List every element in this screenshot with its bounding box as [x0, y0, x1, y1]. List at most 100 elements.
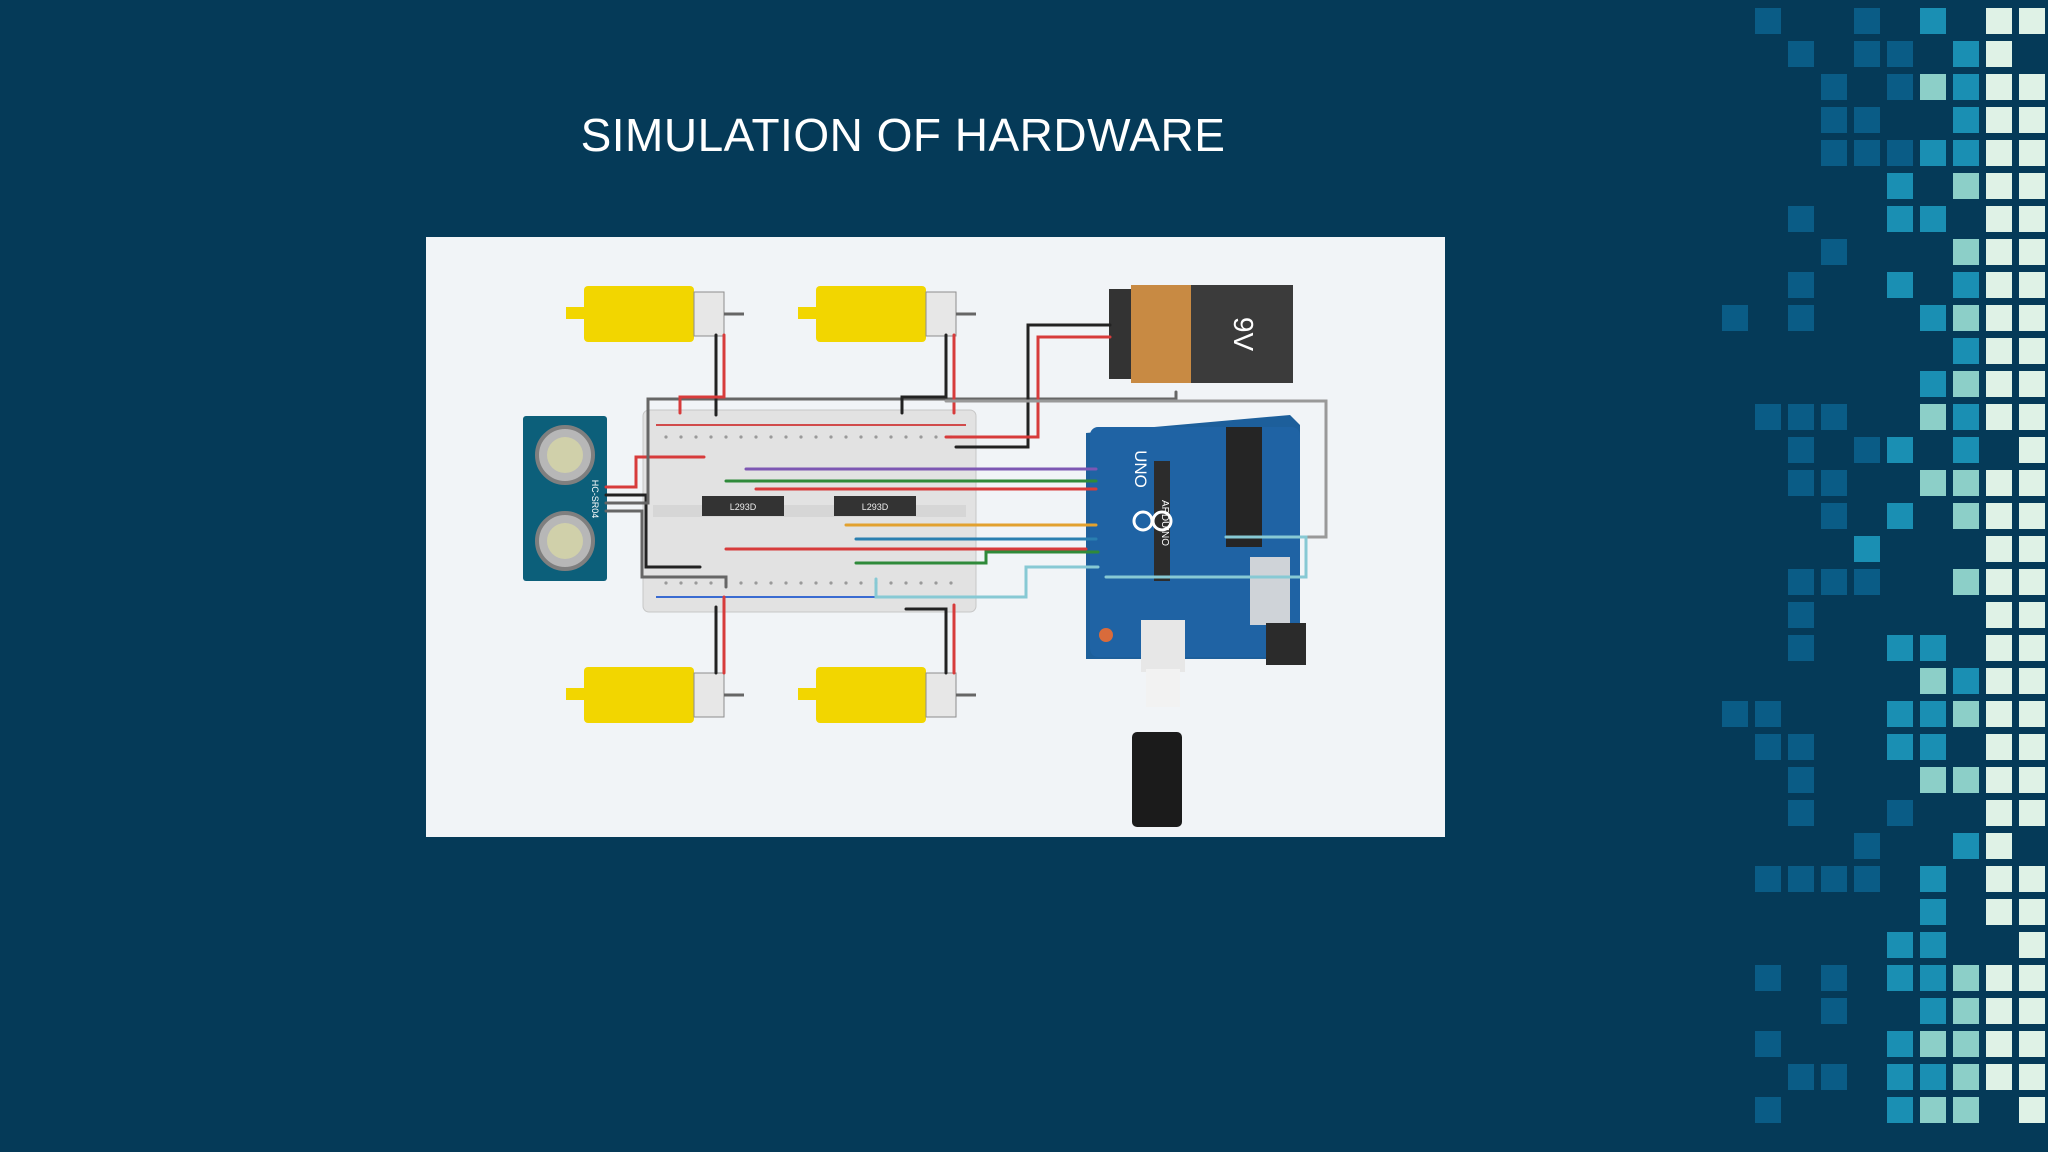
pixel-tile: [1986, 8, 2012, 34]
pixel-tile: [1755, 8, 1781, 34]
pixel-tile: [1986, 305, 2012, 331]
pixel-tile: [1920, 767, 1946, 793]
pixel-tile: [1953, 1031, 1979, 1057]
pixel-tile: [1986, 998, 2012, 1024]
pixel-tile: [1953, 107, 1979, 133]
pixel-tile: [1821, 866, 1847, 892]
ultrasonic-sensor: HC-SR04: [523, 416, 607, 581]
pixel-tile: [2019, 899, 2045, 925]
pixel-tile: [1887, 437, 1913, 463]
pixel-tile: [1788, 602, 1814, 628]
pixel-tile: [1887, 173, 1913, 199]
slide-title: SIMULATION OF HARDWARE: [580, 109, 1226, 161]
pixel-tile: [1821, 404, 1847, 430]
pixel-tile: [1788, 272, 1814, 298]
pixel-tile: [1986, 140, 2012, 166]
pixel-tile: [1887, 635, 1913, 661]
pixel-tile: [1755, 701, 1781, 727]
pixel-tile: [1821, 569, 1847, 595]
pixel-tile: [2019, 635, 2045, 661]
pixel-tile: [1986, 767, 2012, 793]
pixel-tile: [1953, 1064, 1979, 1090]
pixel-tile: [1722, 305, 1748, 331]
pixel-tile: [2019, 107, 2045, 133]
pixel-tile: [1887, 272, 1913, 298]
pixel-tile: [1788, 206, 1814, 232]
pixel-tile: [1920, 371, 1946, 397]
pixel-tile: [1920, 668, 1946, 694]
pixel-tile: [1854, 833, 1880, 859]
battery-9v: 9V: [1109, 285, 1293, 383]
pixel-tile: [1854, 8, 1880, 34]
pixel-tile: [1953, 998, 1979, 1024]
pixel-tile: [1854, 569, 1880, 595]
pixel-tile: [1920, 635, 1946, 661]
dc-motor-bottom-right: [798, 667, 976, 723]
pixel-tile: [1953, 140, 1979, 166]
pixel-tile: [1755, 866, 1781, 892]
pixel-tile: [1986, 1031, 2012, 1057]
pixel-tile: [1821, 239, 1847, 265]
pixel-tile: [2019, 1064, 2045, 1090]
pixel-tile: [1920, 74, 1946, 100]
pixel-tile: [1920, 470, 1946, 496]
pixel-tile: [2019, 965, 2045, 991]
pixel-tile: [1854, 536, 1880, 562]
pixel-tile: [2019, 140, 2045, 166]
pixel-tile: [1986, 503, 2012, 529]
pixel-tile: [1986, 470, 2012, 496]
pixel-tile: [2019, 767, 2045, 793]
driver-chip-right-label: L293D: [862, 502, 889, 512]
pixel-tile: [1887, 206, 1913, 232]
pixel-tile: [1986, 734, 2012, 760]
pixel-tile: [1920, 734, 1946, 760]
pixel-tile: [1755, 404, 1781, 430]
pixel-tile: [2019, 998, 2045, 1024]
pixel-tile: [2019, 734, 2045, 760]
pixel-tile: [1722, 701, 1748, 727]
pixel-tile: [2019, 866, 2045, 892]
pixel-tile: [1854, 41, 1880, 67]
pixel-tile: [1986, 338, 2012, 364]
pixel-tile: [1887, 503, 1913, 529]
pixel-tile: [2019, 371, 2045, 397]
pixel-tile: [1920, 701, 1946, 727]
pixel-tile: [1986, 1064, 2012, 1090]
pixel-tile: [1986, 272, 2012, 298]
dc-motor-top-left: [566, 286, 744, 342]
pixel-tile: [1953, 1097, 1979, 1123]
arduino-uno-board: UNO ARDUINO: [1086, 415, 1306, 827]
pixel-tile: [1920, 899, 1946, 925]
pixel-tile: [2019, 503, 2045, 529]
pixel-tile: [2019, 305, 2045, 331]
pixel-tile: [1821, 74, 1847, 100]
pixel-tile: [1788, 404, 1814, 430]
pixel-tile: [1953, 41, 1979, 67]
pixel-tile: [1986, 239, 2012, 265]
pixel-tile: [1953, 305, 1979, 331]
pixel-tile: [1986, 800, 2012, 826]
pixel-tile: [1986, 668, 2012, 694]
pixel-tile: [1821, 470, 1847, 496]
pixel-tile: [2019, 701, 2045, 727]
pixel-tile: [1986, 536, 2012, 562]
pixel-tile: [1920, 866, 1946, 892]
pixel-tile: [1755, 734, 1781, 760]
arduino-brand-label: ARDUINO: [1159, 500, 1170, 546]
pixel-tile: [1920, 8, 1946, 34]
pixel-tile: [1887, 800, 1913, 826]
pixel-tile: [1788, 734, 1814, 760]
pixel-tile: [1986, 41, 2012, 67]
pixel-tile: [1953, 371, 1979, 397]
pixel-tile: [1986, 866, 2012, 892]
pixel-tile: [1986, 569, 2012, 595]
pixel-tile: [2019, 173, 2045, 199]
dc-motor-top-right: [798, 286, 976, 342]
breadboard: [642, 409, 977, 613]
motor-driver-chip-left: L293D: [702, 496, 784, 516]
circuit-wires: [604, 323, 1328, 675]
pixel-tile: [1887, 932, 1913, 958]
pixel-tile: [1788, 635, 1814, 661]
pixel-tile: [1788, 437, 1814, 463]
pixel-tile: [1788, 767, 1814, 793]
